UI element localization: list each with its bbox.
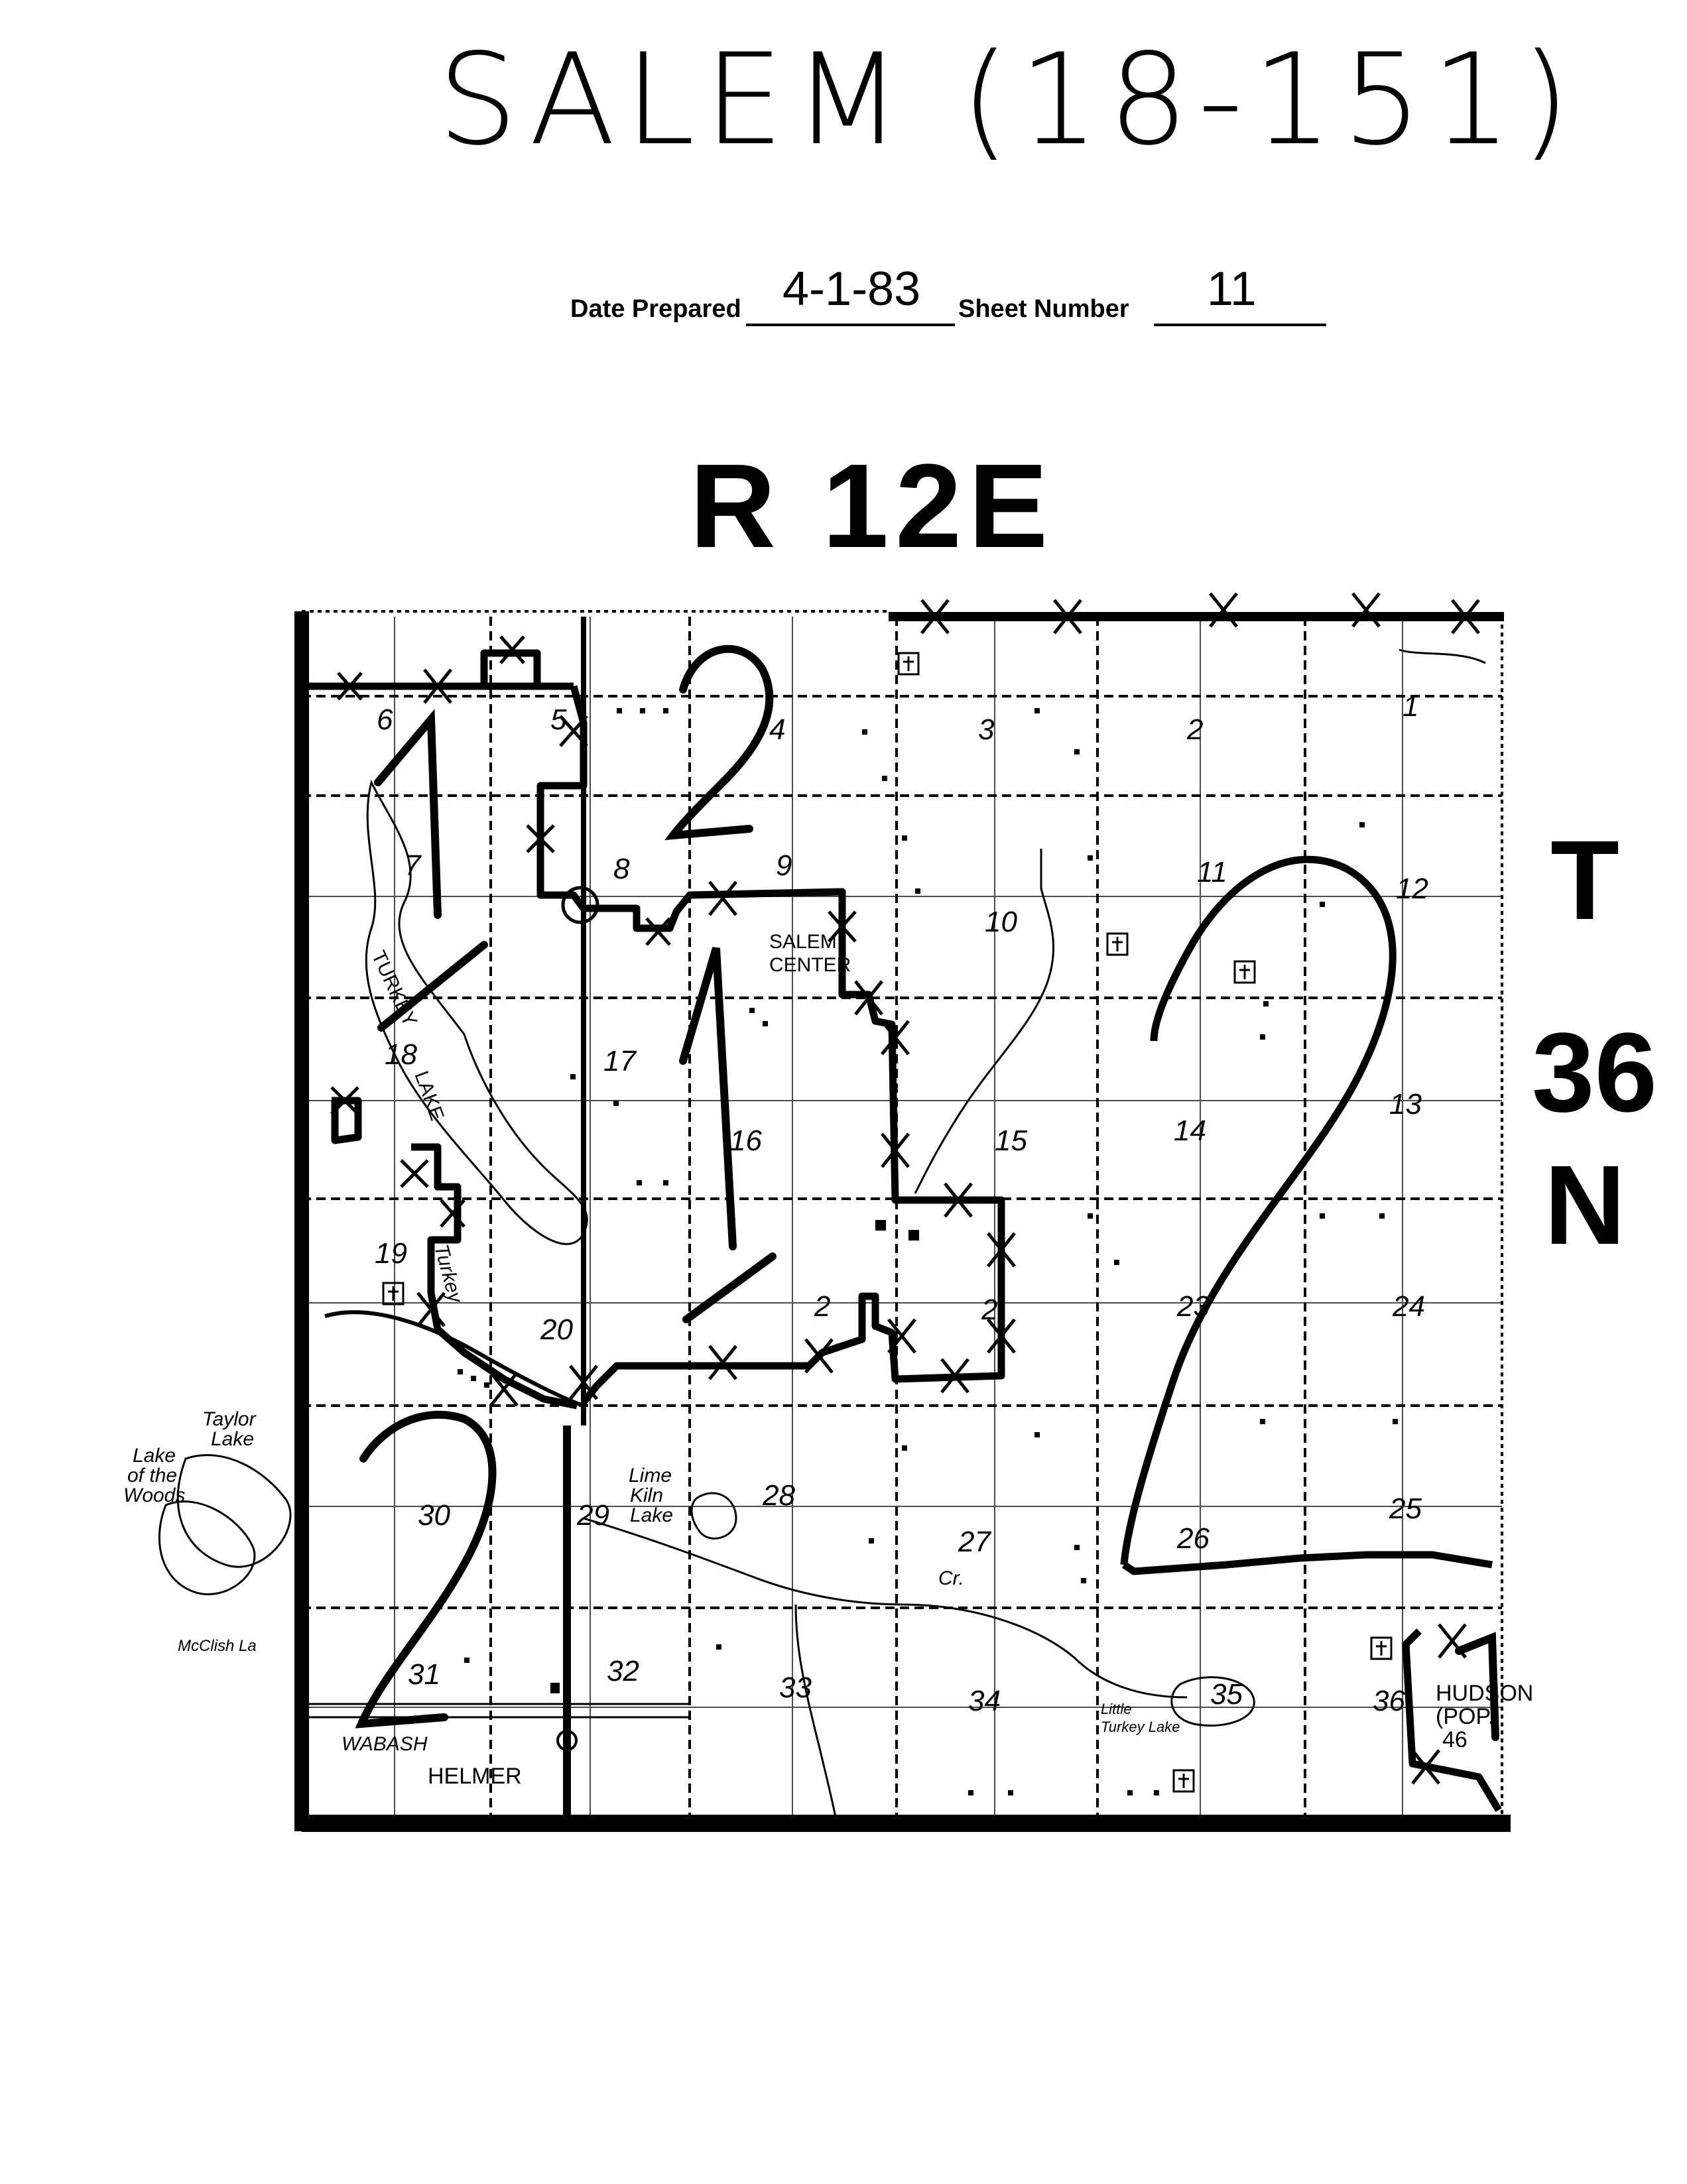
section-number: 18 <box>385 1038 417 1071</box>
title-text: SALEM (18-151) <box>438 27 1580 173</box>
place-names: SALEM CENTER TURKEY LAKE Turkey Taylor L… <box>123 931 1533 1789</box>
section-grid <box>302 617 1502 1823</box>
section-number: 2 <box>981 1294 997 1326</box>
district-1-center <box>679 947 777 1323</box>
section-number: 2 <box>1186 713 1203 746</box>
section-number: 10 <box>985 906 1017 938</box>
section-number: 13 <box>1389 1088 1422 1121</box>
township-label-t: T <box>1550 818 1619 943</box>
section-number: 31 <box>408 1658 440 1691</box>
lime-kiln-lake-label: Lake <box>630 1504 673 1526</box>
little-turkey-lake <box>1170 1676 1255 1727</box>
section-number: 24 <box>1392 1290 1425 1323</box>
sheet-metadata: Date Prepared 4-1-83 Sheet Number 11 <box>570 259 1340 338</box>
township-label-36: 36 <box>1532 1010 1658 1136</box>
taylor-lake <box>176 1454 292 1568</box>
lime-kiln-lake <box>690 1492 737 1540</box>
section-number: 2 <box>814 1290 830 1323</box>
lake-of-the-woods-label: of the <box>127 1465 177 1486</box>
district-numbers <box>355 644 1499 1741</box>
lake-of-the-woods <box>158 1500 256 1596</box>
title: SALEM (18-151) <box>438 27 1570 225</box>
helmer-label: HELMER <box>428 1764 522 1789</box>
mcclish-lake-label: McClish La <box>178 1637 257 1655</box>
section-number: 27 <box>958 1526 991 1558</box>
turkey-lake-label: LAKE <box>410 1068 448 1123</box>
lake-of-the-woods-label: Woods <box>123 1485 185 1506</box>
sheet-number-value: 11 <box>1207 263 1257 316</box>
district-1-se <box>1455 1632 1499 1741</box>
lakes-and-streams <box>158 648 1486 1817</box>
section-number: 7 <box>405 849 422 882</box>
building-markers <box>458 708 1398 1795</box>
section-number: 5 <box>550 703 567 736</box>
boundary-x-marks <box>330 592 1480 1785</box>
range-label: R 12E <box>690 440 1055 573</box>
lime-kiln-lake-label: Kiln <box>630 1485 663 1506</box>
lime-kiln-lake-label: Lime <box>629 1465 672 1486</box>
section-number: 25 <box>1389 1492 1422 1525</box>
section-number: 36 <box>1373 1685 1405 1717</box>
township-boundary <box>294 610 1511 1832</box>
lake-of-the-woods-label: Lake <box>133 1445 176 1467</box>
section-number: 35 <box>1210 1678 1243 1711</box>
section-number: 19 <box>375 1237 407 1270</box>
section-number: 11 <box>1197 856 1227 888</box>
quarter-lines <box>302 617 1502 1823</box>
sheet-underline <box>1154 324 1326 326</box>
section-number: 16 <box>729 1124 762 1157</box>
section-number: 4 <box>769 713 785 746</box>
section-number: 8 <box>613 853 630 885</box>
hudson-label: (POP. <box>1436 1704 1494 1729</box>
section-number: 30 <box>418 1499 450 1532</box>
section-number: 6 <box>377 703 393 736</box>
district-1-nw <box>374 709 488 1032</box>
section-number: 14 <box>1174 1115 1206 1147</box>
cemetery-markers <box>382 652 1393 1793</box>
section-number: 34 <box>968 1685 1001 1717</box>
hudson-label: HUDSON <box>1436 1681 1533 1706</box>
stream-north <box>914 849 1055 1194</box>
district-2-sw <box>355 1410 497 1729</box>
turkey-creek <box>583 1517 1188 1699</box>
salem-center-label: SALEM <box>769 931 837 953</box>
section-number: 12 <box>1396 873 1428 905</box>
stream-south <box>794 1604 837 1817</box>
taylor-lake-label: Lake <box>211 1428 254 1450</box>
section-number: 28 <box>762 1479 795 1512</box>
section-number: 15 <box>995 1124 1027 1157</box>
district-2-north <box>664 644 774 841</box>
little-turkey-lake-label: Little <box>1101 1701 1131 1717</box>
date-underline <box>746 324 955 326</box>
section-number: 23 <box>1176 1290 1210 1323</box>
creek-label: Cr. <box>938 1567 964 1589</box>
taylor-lake-label: Taylor <box>202 1408 257 1430</box>
section-number: 1 <box>1403 690 1418 723</box>
section-number: 17 <box>603 1045 637 1077</box>
section-number: 32 <box>607 1655 639 1687</box>
wabash-label: WABASH <box>342 1733 428 1755</box>
stream-east <box>1399 648 1486 664</box>
sheet-number-label: Sheet Number <box>958 295 1129 323</box>
section-number: 20 <box>540 1313 573 1346</box>
section-number: 26 <box>1176 1522 1210 1555</box>
section-number: 29 <box>576 1499 609 1532</box>
hudson-label: 46 <box>1442 1727 1468 1752</box>
section-number: 9 <box>776 849 792 882</box>
section-number: 3 <box>978 713 995 746</box>
little-turkey-lake-label: Turkey Lake <box>1101 1719 1180 1735</box>
date-prepared-value: 4-1-83 <box>782 263 921 316</box>
district-boundary <box>302 649 1502 1812</box>
salem-center-label: CENTER <box>769 954 851 976</box>
section-numbers: 1 2 3 4 5 6 7 8 9 10 11 12 13 14 15 16 1… <box>375 690 1428 1717</box>
township-label-n: N <box>1544 1142 1626 1268</box>
date-prepared-label: Date Prepared <box>570 295 741 323</box>
section-number: 33 <box>779 1671 812 1704</box>
